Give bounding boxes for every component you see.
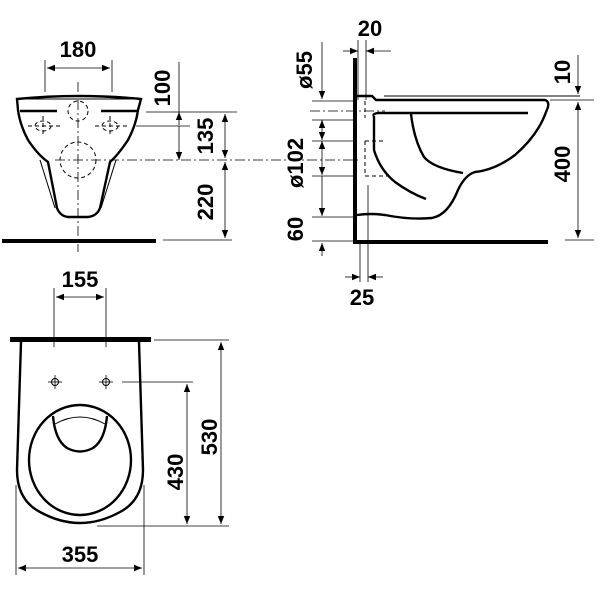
dim-400: 400 (550, 146, 575, 183)
top-bowl-outline (15, 341, 145, 525)
floor-line (353, 240, 548, 244)
side-view: 20 ø55 ø102 60 25 10 400 (283, 16, 594, 310)
dim-100: 100 (150, 70, 175, 107)
dim-60: 60 (283, 217, 308, 241)
front-bowl-outline (15, 94, 143, 219)
side-bowl-outline (356, 94, 550, 220)
front-view: 180 100 135 220 (2, 37, 360, 252)
top-view: 155 355 430 530 (10, 267, 229, 575)
dim-220: 220 (193, 184, 218, 221)
wall-line (10, 337, 151, 342)
seat-fixing-hole-right (99, 375, 113, 389)
dim-180: 180 (60, 37, 97, 62)
dim-530: 530 (197, 419, 222, 456)
seat-fixing-hole-left (48, 375, 62, 389)
dim-155: 155 (62, 267, 99, 292)
floor-line (2, 239, 156, 243)
dim-10: 10 (550, 60, 575, 84)
dim-diam-102: ø102 (283, 138, 308, 188)
dim-430: 430 (163, 454, 188, 491)
dim-355: 355 (62, 542, 99, 567)
wall-line (353, 58, 357, 244)
dim-25: 25 (350, 285, 374, 310)
dim-20: 20 (358, 16, 382, 41)
dim-135: 135 (193, 118, 218, 155)
dim-diam-55: ø55 (292, 51, 317, 89)
